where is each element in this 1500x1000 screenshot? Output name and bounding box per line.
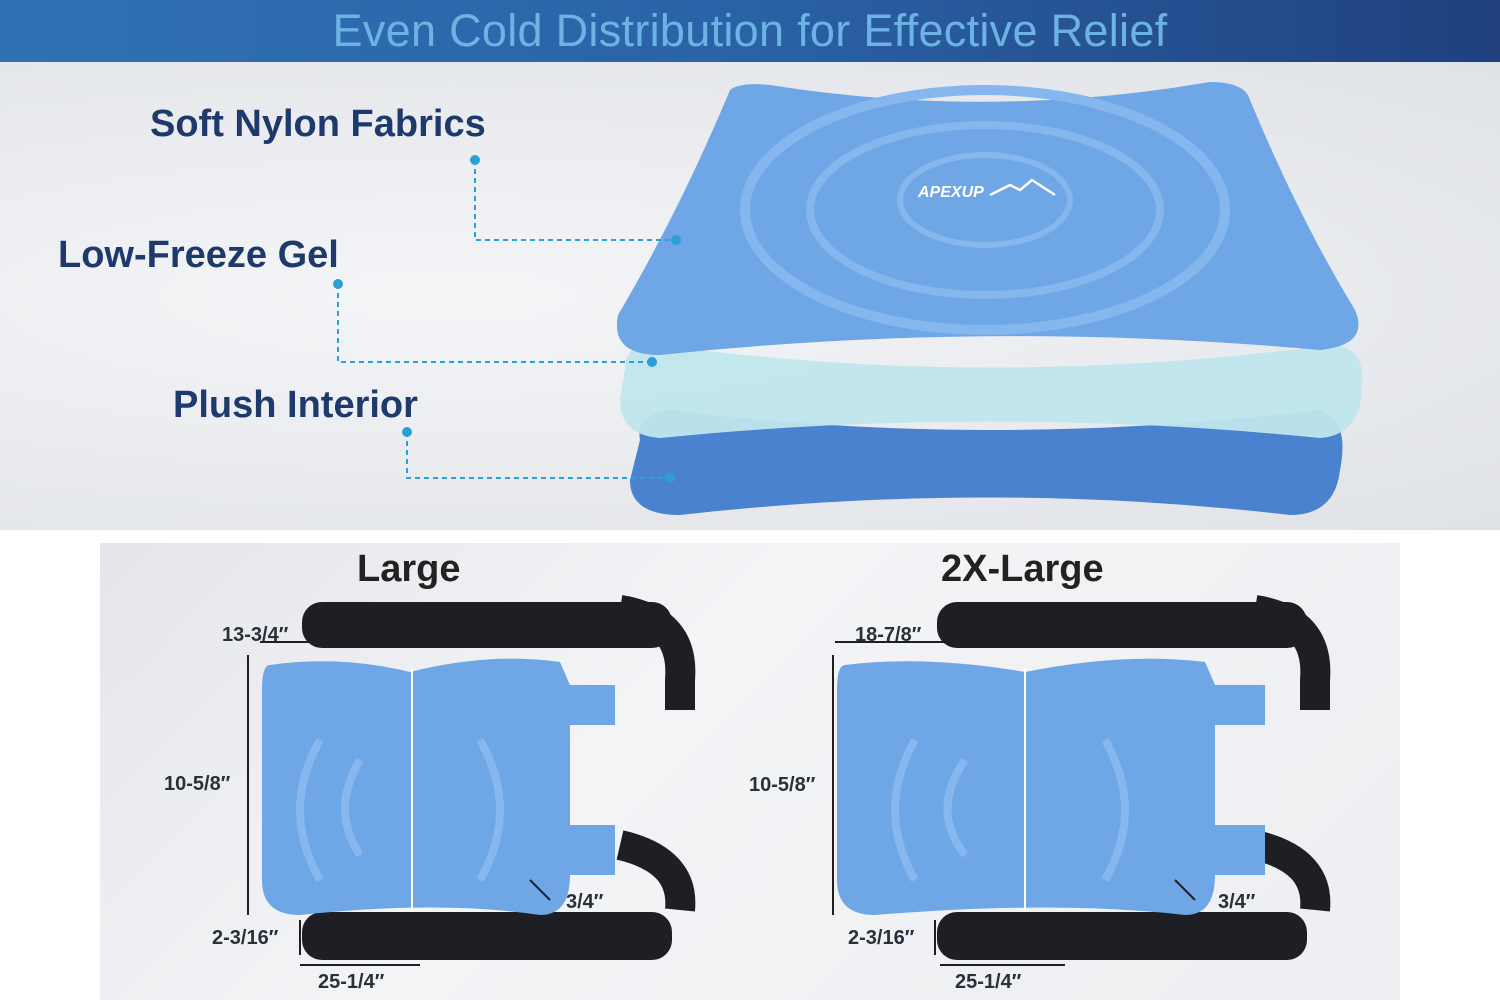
layers-section: APEXUP Soft Nylon Fabrics Low-Freeze Gel… bbox=[0, 62, 1500, 530]
sizes-section: Large 13-3/4″ 10-5/8″ 2-3/16″ 25-1/4″ 3/… bbox=[0, 530, 1500, 1000]
large-height-label: 10-5/8″ bbox=[164, 773, 231, 795]
title-banner: Even Cold Distribution for Effective Rel… bbox=[0, 0, 1500, 62]
pack-layers-illustration: APEXUP bbox=[333, 82, 1363, 515]
gel-layer bbox=[620, 344, 1363, 438]
feature-label-gel: Low-Freeze Gel bbox=[58, 234, 339, 276]
brand-logo: APEXUP bbox=[917, 184, 984, 201]
size-title-2xl: 2X-Large bbox=[941, 548, 1104, 590]
2xl-strap-length-label: 25-1/4″ bbox=[955, 971, 1022, 993]
size-title-large: Large bbox=[357, 548, 461, 590]
2xl-width-label: 18-7/8″ bbox=[855, 624, 922, 646]
2xl-strap-width-label: 2-3/16″ bbox=[848, 927, 915, 949]
large-strap-length-label: 25-1/4″ bbox=[318, 971, 385, 993]
large-strap-width-label: 2-3/16″ bbox=[212, 927, 279, 949]
large-width-label: 13-3/4″ bbox=[222, 624, 289, 646]
large-pack-diagram bbox=[247, 595, 696, 966]
feature-label-nylon: Soft Nylon Fabrics bbox=[150, 103, 486, 145]
large-border-label: 3/4″ bbox=[566, 891, 604, 913]
2xl-pack-diagram bbox=[832, 595, 1331, 966]
page-title: Even Cold Distribution for Effective Rel… bbox=[332, 5, 1168, 56]
2xl-border-label: 3/4″ bbox=[1218, 891, 1256, 913]
feature-label-plush: Plush Interior bbox=[173, 384, 418, 426]
2xl-height-label: 10-5/8″ bbox=[749, 774, 816, 796]
plush-interior-layer bbox=[630, 410, 1343, 515]
